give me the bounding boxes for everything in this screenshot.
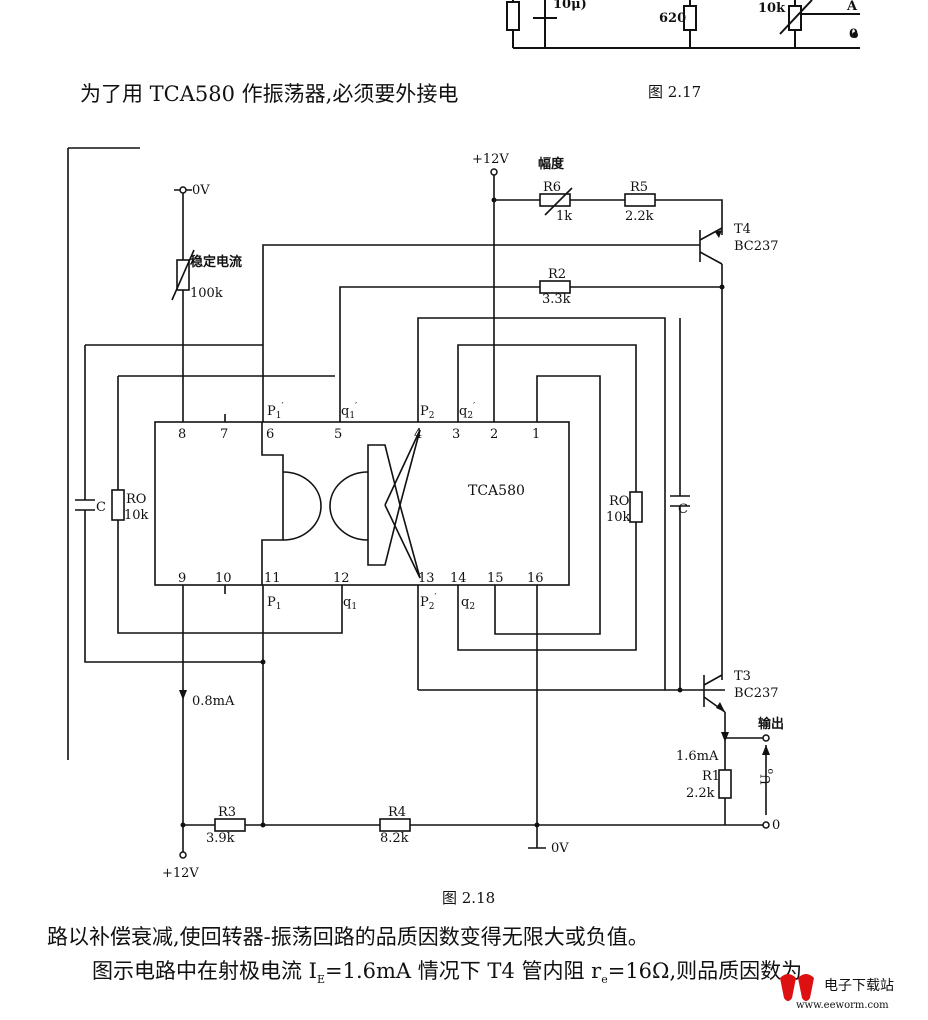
zero-volt-top-label: 0V <box>192 183 210 198</box>
pin-5: 5 <box>334 427 342 442</box>
output-label: 输出 <box>758 716 784 732</box>
fig17-cap-label: 10μ) <box>553 0 587 12</box>
fig17-r620-label: 620 <box>659 11 686 26</box>
c-left-label: C <box>96 500 106 515</box>
label-q2-prime: q2′ <box>459 402 475 421</box>
ro-right-body <box>629 491 643 523</box>
bug-logo-icon <box>780 974 796 1001</box>
t4-label: T4 <box>734 222 751 237</box>
t3-type: BC237 <box>734 686 779 701</box>
pot-100k-label: 100k <box>190 286 223 301</box>
r5-label: R5 <box>630 180 648 195</box>
stable-current-label: 稳定电流 <box>190 254 242 270</box>
ro-right-label: RO <box>609 494 629 509</box>
r3-value: 3.9k <box>206 831 235 846</box>
ro-left-body <box>111 489 125 521</box>
uo-label: Uo <box>759 769 776 785</box>
out-zero-label: 0 <box>772 818 780 833</box>
figure-caption-2-18: 图 2.18 <box>442 889 496 907</box>
schematic-tca580: TCA580 8 7 6 5 4 3 2 1 9 10 11 12 13 14 … <box>67 147 784 881</box>
fig17-node-0: 0 <box>849 27 858 42</box>
r6-label: R6 <box>543 180 561 195</box>
pin-4: 4 <box>414 427 422 442</box>
label-p1: P1 <box>267 595 281 612</box>
pin-16: 16 <box>527 571 544 586</box>
r5-value: 2.2k <box>625 209 654 224</box>
r3-body <box>214 818 246 832</box>
ro-right-value: 10k <box>606 510 631 525</box>
pin-10: 10 <box>215 571 232 586</box>
amplitude-label: 幅度 <box>538 156 565 172</box>
pin-3: 3 <box>452 427 460 442</box>
pin-6: 6 <box>266 427 274 442</box>
label-p2-prime: P2′ <box>420 593 437 612</box>
r1-label: R1 <box>702 769 720 784</box>
current-16-label: 1.6mA <box>676 749 719 764</box>
watermark: 电子下载站 www.eeworm.com <box>762 964 922 1016</box>
pin-8: 8 <box>178 427 186 442</box>
ground-0v-label: 0V <box>551 841 569 856</box>
pin-9: 9 <box>178 571 186 586</box>
pin-15: 15 <box>487 571 504 586</box>
label-p1-prime: P1′ <box>267 402 284 421</box>
r1-value: 2.2k <box>686 786 715 801</box>
r4-value: 8.2k <box>380 831 409 846</box>
r4-label: R4 <box>388 805 406 820</box>
fig17-node-a: A <box>846 0 858 14</box>
r6-value: 1k <box>556 209 572 224</box>
r5-body <box>624 193 656 207</box>
watermark-url: www.eeworm.com <box>796 1000 889 1011</box>
pin-7: 7 <box>220 427 228 442</box>
t3-label: T3 <box>734 669 751 684</box>
c-right-label: C <box>678 502 688 517</box>
r2-value: 3.3k <box>542 292 571 307</box>
r2-label: R2 <box>548 267 566 282</box>
fig-2-17-fragment: 10μ) 620 10k A 0 <box>506 0 860 49</box>
current-08-label: 0.8mA <box>192 694 235 709</box>
t4-type: BC237 <box>734 239 779 254</box>
label-q1: q1 <box>343 595 357 612</box>
label-p2: P2 <box>420 404 434 421</box>
supply-top-label: +12V <box>472 152 509 167</box>
body-line-1: 为了用 TCA580 作振荡器,必须要外接电 <box>80 82 459 106</box>
pin-1: 1 <box>532 427 540 442</box>
ic-body <box>154 421 570 586</box>
pin-11: 11 <box>264 571 281 586</box>
supply-bottom-label: +12V <box>162 866 199 881</box>
pin-12: 12 <box>333 571 350 586</box>
ro-left-label: RO <box>126 492 146 507</box>
r4-body <box>379 818 411 832</box>
ro-left-value: 10k <box>124 508 149 523</box>
watermark-brand: 电子下载站 <box>824 978 894 994</box>
pin-14: 14 <box>450 571 467 586</box>
fig17-pot-label: 10k <box>758 1 786 16</box>
body-line-3: 图示电路中在射极电流 IE=1.6mA 情况下 T4 管内阻 re=16Ω,则品… <box>92 959 803 987</box>
body-line-2: 路以补偿衰减,使回转器-振荡回路的品质因数变得无限大或负值。 <box>47 925 649 949</box>
r3-label: R3 <box>218 805 236 820</box>
r1-body <box>718 769 732 799</box>
figure-caption-2-17: 图 2.17 <box>648 83 702 101</box>
ic-name: TCA580 <box>468 483 525 499</box>
pin-13: 13 <box>418 571 435 586</box>
label-q2: q2 <box>461 595 475 612</box>
pin-2: 2 <box>490 427 498 442</box>
label-q1-prime: q1′ <box>341 402 357 421</box>
